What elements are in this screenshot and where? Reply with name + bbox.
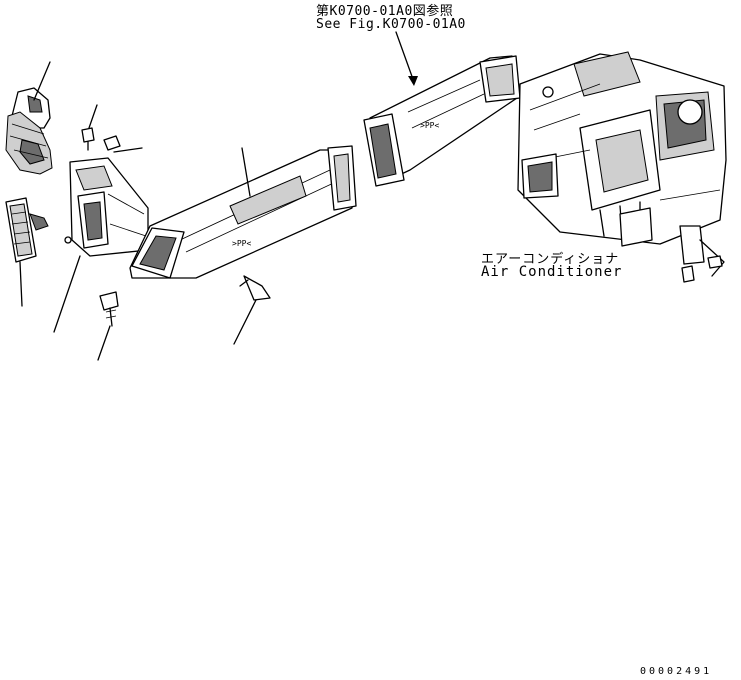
duct-middle: >PP< xyxy=(129,145,357,279)
leader-line-7 xyxy=(241,147,251,197)
bolt-middle xyxy=(239,275,271,301)
leader-line-8 xyxy=(233,299,257,345)
clip-small-1 xyxy=(103,135,121,151)
leader-arrow-head xyxy=(408,76,418,86)
vent-grille xyxy=(5,197,49,263)
bolt-lower xyxy=(99,291,119,327)
vent-louver-upper xyxy=(5,87,53,175)
air-conditioner-label-en: Air Conditioner xyxy=(481,264,623,280)
leader-line-4 xyxy=(19,261,23,307)
leader-line-3 xyxy=(113,147,143,153)
leader-line-1 xyxy=(33,61,51,101)
svg-text:>PP<: >PP< xyxy=(420,121,439,130)
duct-bracket xyxy=(64,157,149,257)
air-conditioner-label-jp: エアーコンディショナ xyxy=(481,252,620,267)
reference-label-en: See Fig.K0700-01A0 xyxy=(316,17,466,32)
svg-text:>PP<: >PP< xyxy=(232,239,251,248)
air-conditioner-unit xyxy=(517,51,727,283)
leader-line-5 xyxy=(53,255,81,333)
duct-upper: >PP< xyxy=(363,55,521,187)
document-number: 00002491 xyxy=(640,666,713,677)
leader-line-9 xyxy=(395,31,415,83)
bolt-small-1 xyxy=(81,127,95,151)
reference-label-jp: 第K0700-01A0図参照 xyxy=(316,4,454,19)
leader-line-2 xyxy=(88,104,98,129)
leader-line-6 xyxy=(97,325,111,361)
